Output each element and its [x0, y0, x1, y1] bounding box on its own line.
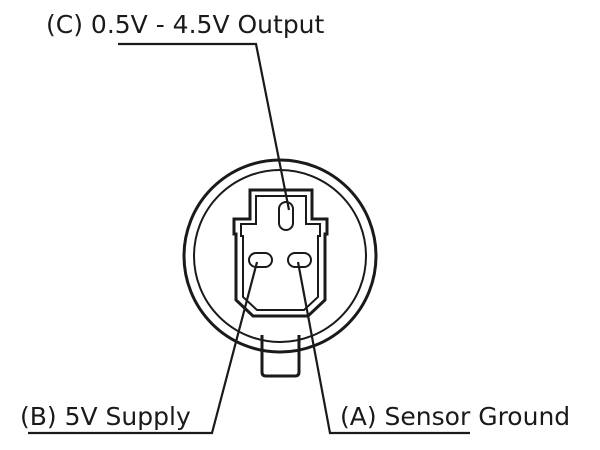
leader-line-ground: [296, 261, 470, 435]
output-pin-label: (C) 0.5V - 4.5V Output: [46, 10, 325, 39]
pin-c-contact: [278, 201, 294, 231]
pin-b-contact: [248, 252, 273, 268]
supply-pin-label: (B) 5V Supply: [20, 402, 191, 431]
socket-outline-inner: [240, 195, 321, 311]
connector-stub: [260, 335, 301, 378]
ground-pin-label: (A) Sensor Ground: [340, 402, 570, 431]
connector-body: [182, 158, 378, 378]
leader-line-output: [118, 42, 291, 211]
leader-line-supply: [28, 261, 259, 435]
